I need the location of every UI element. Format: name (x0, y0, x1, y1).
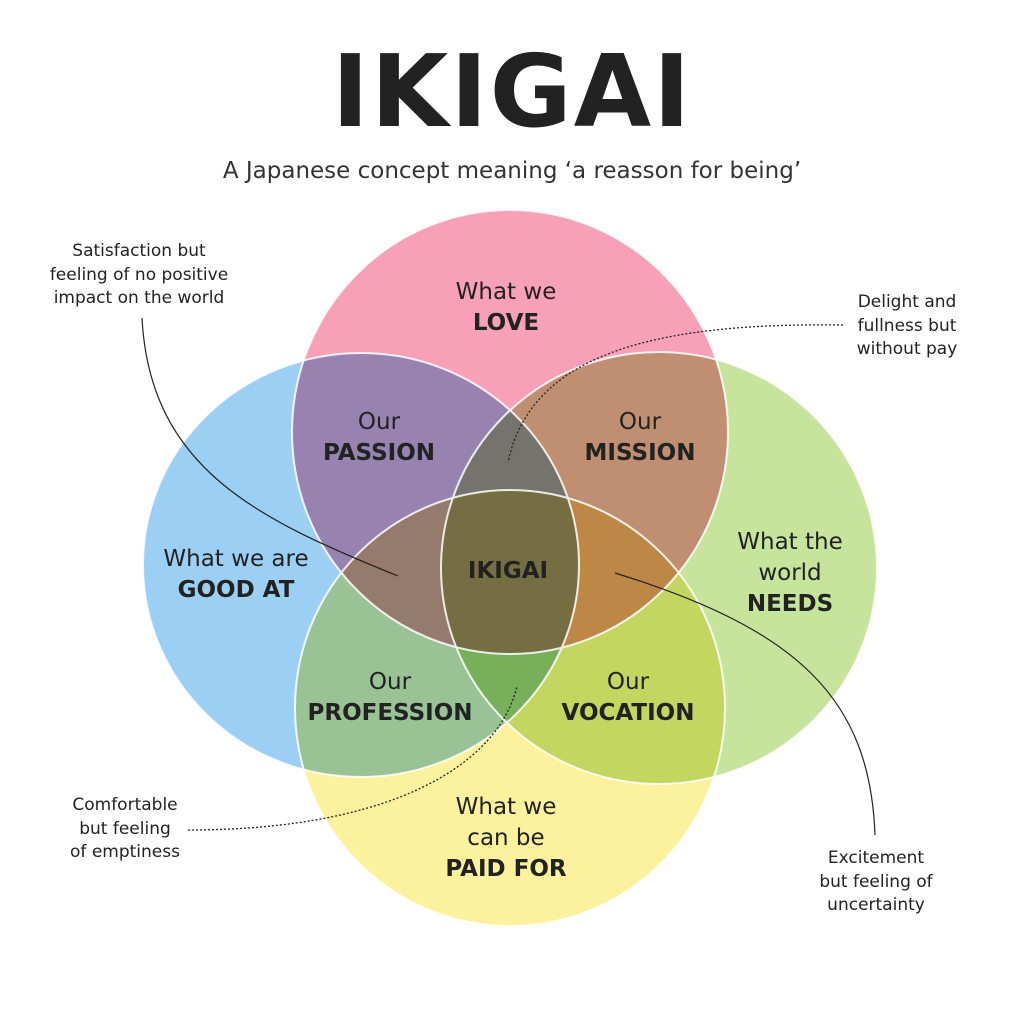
label-paid-for-line1b: can be (467, 825, 545, 851)
note-profession-line: Comfortable (72, 795, 178, 815)
note-passion: Satisfaction but feeling of no positive … (19, 240, 259, 311)
page-subtitle: A Japanese concept meaning ‘a reasson fo… (222, 158, 802, 184)
label-profession: Our PROFESSION (308, 667, 473, 729)
label-vocation-line2: VOCATION (561, 700, 695, 726)
label-vocation-line1: Our (606, 669, 650, 695)
label-paid-for: What we can be PAID FOR (445, 792, 566, 885)
label-profession-line2: PROFESSION (307, 700, 473, 726)
note-passion-line: impact on the world (53, 288, 225, 308)
label-ikigai-center: IKIGAI (467, 558, 549, 584)
label-good-at-line1: What we are (163, 546, 309, 572)
leader-line-mission (507, 324, 844, 463)
label-passion-line2: PASSION (322, 440, 436, 466)
note-mission: Delight and fullness but without pay (787, 291, 1024, 362)
label-love-line2: LOVE (472, 310, 540, 336)
note-passion-line: feeling of no positive (49, 264, 229, 285)
label-mission-line2: MISSION (584, 440, 696, 466)
label-passion-line1: Our (357, 409, 401, 435)
note-mission-line: fullness but (857, 315, 957, 336)
leader-line-passion (141, 317, 399, 577)
note-profession: Comfortable but feeling of emptiness (5, 794, 245, 865)
label-good-at-line2: GOOD AT (177, 577, 295, 603)
label-paid-for-line2: PAID FOR (445, 856, 567, 882)
label-passion: Our PASSION (323, 407, 435, 469)
label-profession-line1: Our (368, 669, 412, 695)
note-vocation-line: uncertainty (827, 895, 925, 915)
label-world-needs-line1b: world (758, 560, 822, 586)
note-mission-line: without pay (856, 339, 958, 359)
label-mission: Our MISSION (585, 407, 696, 469)
circle-outlines (142, 209, 878, 927)
label-mission-line1: Our (618, 409, 662, 435)
page-title: IKIGAI (331, 33, 693, 150)
label-love: What we LOVE (456, 277, 557, 339)
note-vocation-line: but feeling of (819, 871, 933, 892)
label-world-needs-line1: What the (737, 529, 843, 555)
label-good-at: What we are GOOD AT (163, 544, 308, 606)
note-vocation: Excitement but feeling of uncertainty (756, 847, 996, 918)
label-vocation: Our VOCATION (562, 667, 695, 729)
note-mission-line: Delight and (857, 292, 957, 312)
note-profession-line: of emptiness (70, 842, 180, 862)
label-love-line1: What we (455, 279, 557, 305)
label-paid-for-line1: What we (455, 794, 557, 820)
label-world-needs: What the world NEEDS (737, 527, 843, 620)
label-world-needs-line2: NEEDS (746, 591, 834, 617)
leader-line-vocation (614, 572, 876, 836)
note-passion-line: Satisfaction but (72, 241, 206, 261)
note-profession-line: but feeling (79, 818, 171, 839)
note-vocation-line: Excitement (827, 848, 925, 868)
